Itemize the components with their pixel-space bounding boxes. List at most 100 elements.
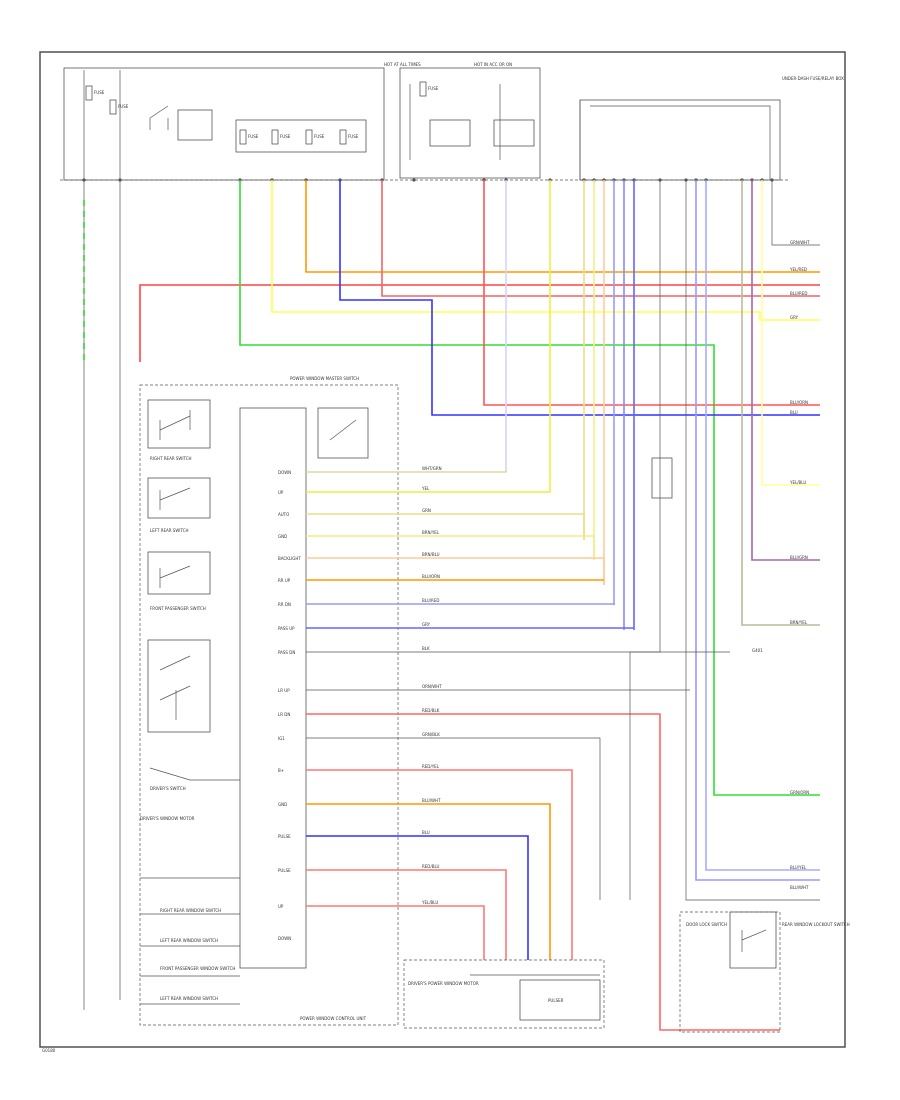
bottom-components: PULSER DRIVER'S POWER WINDOW MOTOR REAR … [403,457,850,1033]
wire-label-0: WHT/GRN [422,466,442,471]
window-switches: RIGHT REAR SWITCH LEFT REAR SWITCH FRONT… [147,399,240,791]
right-label-8: BRN/YEL [790,620,808,625]
pin-3: GND [278,534,287,539]
right-label-0: GRN/WHT [790,240,810,245]
module-pins: DOWN UP AUTO GND BACKLIGHT RR UP RR DN P… [278,470,301,941]
left-label-1: RIGHT REAR WINDOW SWITCH [160,908,221,913]
switch-label-3: DRIVER'S SWITCH [150,786,186,791]
underhood-label: UNDER-DASH FUSE/RELAY BOX [782,76,844,81]
wire-label-3: BRN/YEL [422,530,440,535]
wire-label-6: BLU/RED [422,598,439,603]
right-label-11: BLU/WHT [790,885,809,890]
wire-label-10: RED/BLK [422,708,440,713]
pin-12: B+ [278,768,284,773]
pin-15: PULSE [278,868,291,873]
switch-label-0: RIGHT REAR SWITCH [150,456,192,461]
relay-symbols [149,84,535,160]
door-lock-box [679,911,781,1033]
pin-6: RR DN [278,602,291,607]
bus-wires [139,180,820,796]
relay-box [399,67,541,179]
left-label-3: FRONT PASSENGER WINDOW SWITCH [160,966,235,971]
pin-14: PULSE [278,834,291,839]
fuse-d-label: FUSE [280,134,291,139]
lockout-switch-box [729,911,777,969]
motor-label: DRIVER'S POWER WINDOW MOTOR [408,981,479,986]
hot-at-all-times-label: HOT AT ALL TIMES [384,62,421,67]
wire-label-8: BLK [422,646,430,651]
pin-9: LR UP [278,688,290,693]
right-labels: GRN/WHT YEL/RED BLU/RED GRY BLU/ORN BLU … [789,240,810,890]
left-ground-wires [83,70,121,1010]
relay-coil-box [651,457,673,499]
wire-label-7: GRY [422,622,431,627]
left-label-2: LEFT REAR WINDOW SWITCH [160,938,218,943]
fuse-box [63,67,385,181]
wire-label-13: RED/YEL [422,764,440,769]
wire-label-11: GRN/BLK [422,732,440,737]
pin-4: BACKLIGHT [278,556,301,561]
diagram-frame [39,51,846,1048]
right-label-6: YEL/BLU [789,480,806,485]
wire-label-1: YEL [421,486,430,491]
wire-label-16: BLU/WHT [422,798,441,803]
wire-label-5: BLU/ORN [422,574,440,579]
pin-13: GND [278,802,287,807]
door-lock-label: DOOR LOCK SWITCH [686,922,727,927]
fuse-c-label: FUSE [248,134,259,139]
fuse-f-label: FUSE [348,134,359,139]
pin-11: IG1 [278,736,285,741]
pulse-sensor-contact [329,419,357,441]
switch-label-2: FRONT PASSENGER SWITCH [150,606,206,611]
pin-2: AUTO [278,512,289,517]
pulse-sensor-box [317,407,369,459]
pulser-box [519,979,601,1021]
module-footer: POWER WINDOW CONTROL UNIT [300,1016,367,1021]
fuse-a-label: FUSE [94,90,105,95]
left-label-4: LEFT REAR WINDOW SWITCH [160,996,218,1001]
pin-8: PASS DN [278,650,295,655]
wire-label-4: BRN/BLU [422,552,440,557]
pulser-label: PULSER [548,998,564,1003]
right-label-10: BLU/YEL [790,865,807,870]
left-labels: DRIVER'S WINDOW MOTOR RIGHT REAR WINDOW … [140,816,240,1005]
fuse-symbols: FUSE FUSE FUSE FUSE FUSE FUSE FUSE [85,81,439,145]
fuse-g-label: FUSE [428,86,439,91]
master-switch-module [139,384,399,1026]
right-label-9: GRN/ORN [790,790,809,795]
right-label-3: GRY [790,315,799,320]
ground-label: G401 [752,648,763,653]
pin-0: DOWN [278,470,291,475]
module-title: POWER WINDOW MASTER SWITCH [290,376,359,381]
fuse-b-label: FUSE [118,104,129,109]
pin-1: UP [278,490,284,495]
wire-label-9: ORN/WHT [422,684,442,689]
wire-label-12: BLU [422,830,430,835]
wire-label-14: RED/BLU [422,864,440,869]
right-label-1: YEL/RED [789,267,807,272]
motor-box [403,959,605,1029]
footer-code: G0180 [42,1048,56,1053]
pin-17: DOWN [278,936,291,941]
module-output-wires [306,460,780,1031]
right-label-7: BLU/GRN [790,555,808,560]
left-label-0: DRIVER'S WINDOW MOTOR [140,816,195,821]
wire-label-15: YEL/BLU [421,900,438,905]
right-label-2: BLU/RED [790,291,807,296]
pin-5: RR UP [278,578,291,583]
right-label-4: BLU/ORN [790,400,808,405]
under-dash-box [579,99,781,181]
wire-label-2: GRN [422,508,431,513]
right-label-5: BLU [790,410,798,415]
pin-10: LR DN [278,712,290,717]
wire-labels: WHT/GRN YEL GRN BRN/YEL BRN/BLU BLU/ORN … [421,466,442,905]
switch-label-1: LEFT REAR SWITCH [150,528,188,533]
hot-in-accessory-label: HOT IN ACC OR ON [474,62,512,67]
fuse-e-label: FUSE [314,134,325,139]
control-unit-box [239,407,307,969]
right-wire-bundle [579,100,820,901]
pin-16: UP [278,904,284,909]
pin-7: PASS UP [278,626,295,631]
lockout-switch-label: REAR WINDOW LOCKOUT SWITCH [782,922,850,927]
